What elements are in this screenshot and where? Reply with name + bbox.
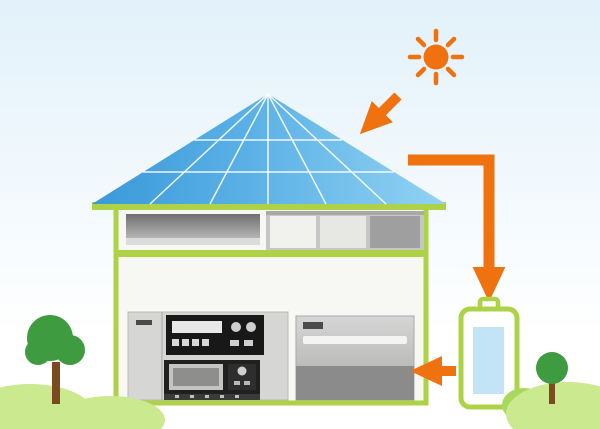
battery-charge-level <box>473 327 504 394</box>
house <box>113 204 429 406</box>
sun-rays <box>407 28 465 86</box>
window-frame-top <box>266 211 424 215</box>
floor-divider <box>116 250 426 257</box>
cabinet-vent <box>136 320 152 325</box>
base-tick <box>220 395 224 398</box>
control-button <box>244 340 253 346</box>
roof-panel-grid <box>143 93 394 205</box>
left-tree-canopy <box>25 339 51 365</box>
window-pane <box>270 216 316 248</box>
appliance-base-strip <box>164 394 260 400</box>
base-tick <box>205 395 209 398</box>
left-tree <box>25 315 85 404</box>
sun-to-roof-arrow <box>359 92 402 135</box>
bush-right-large <box>506 382 600 429</box>
panel-grid-line <box>209 93 269 205</box>
window-pane <box>320 216 366 248</box>
control-button <box>182 339 189 346</box>
right-tree-canopy <box>536 352 568 384</box>
dishwasher-control <box>303 322 323 329</box>
base-tick <box>190 395 194 398</box>
bushes <box>0 382 600 429</box>
control-display <box>172 321 222 333</box>
solar-panel-roof <box>92 93 446 210</box>
microwave-window <box>173 368 219 386</box>
left-tree-trunk <box>52 362 60 404</box>
second-floor-windows <box>266 211 424 251</box>
base-tick <box>175 395 179 398</box>
panel-grid-line <box>267 93 327 205</box>
dishwasher-handle <box>303 336 407 344</box>
control-button <box>192 339 199 346</box>
range-hood-lip <box>126 238 260 245</box>
right-tree <box>536 352 568 404</box>
control-button <box>172 339 179 346</box>
bush-left-small <box>55 396 165 429</box>
microwave-button <box>244 381 250 385</box>
storage-battery <box>458 296 520 410</box>
right-tree-trunk <box>549 380 555 404</box>
left-tree-canopy <box>55 335 85 365</box>
roof-to-battery-arrow <box>408 154 506 302</box>
window-pane <box>370 216 420 248</box>
range-hood <box>126 214 260 238</box>
control-knob <box>246 322 256 332</box>
sun-core <box>423 44 449 70</box>
panel-grid-line <box>149 93 269 205</box>
kitchen-appliance-unit <box>127 311 289 401</box>
sun-icon <box>407 28 465 86</box>
microwave-knob <box>237 366 247 376</box>
dishwasher-unit <box>295 315 415 401</box>
control-button <box>202 339 209 346</box>
dishwasher-lower-panel <box>296 366 414 400</box>
control-button <box>230 340 239 346</box>
control-knob <box>231 322 241 332</box>
base-tick <box>235 395 239 398</box>
roof-eave <box>92 202 446 210</box>
panel-grid-line <box>267 93 387 205</box>
microwave-button <box>234 381 240 385</box>
